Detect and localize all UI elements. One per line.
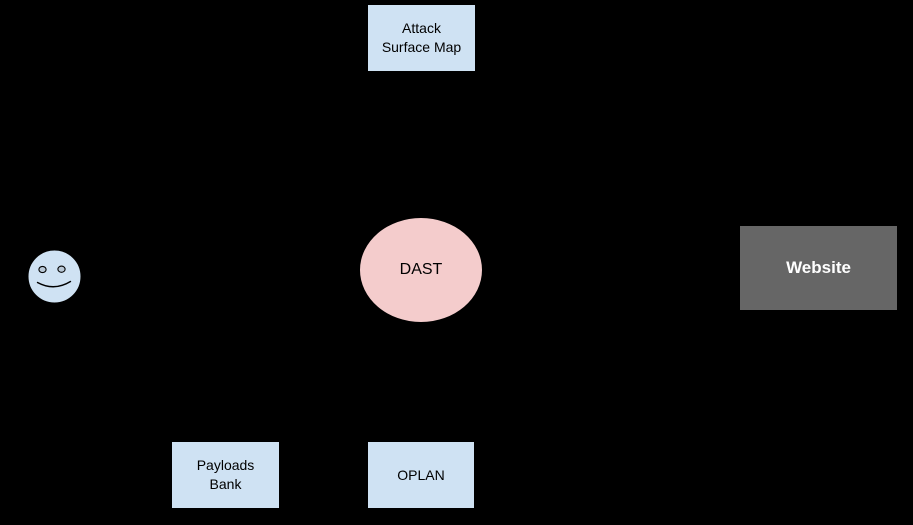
label-line: Attack [402,20,441,36]
node-payloads-bank: Payloads Bank [171,441,280,509]
node-attack-surface-map: Attack Surface Map [367,4,476,72]
node-payloads-bank-label: Payloads Bank [197,456,255,494]
node-oplan-label: OPLAN [397,466,445,483]
node-dast-label: DAST [399,261,443,278]
smiley-face-icon [27,249,82,304]
label-line: Bank [209,476,242,492]
node-website-label: Website [786,258,851,277]
label-line: Payloads [196,457,255,473]
node-attack-surface-map-label: Attack Surface Map [382,19,461,57]
node-website: Website [739,225,898,311]
node-oplan: OPLAN [367,441,475,509]
label-line: Surface Map [381,39,462,55]
node-dast: DAST [359,217,483,323]
